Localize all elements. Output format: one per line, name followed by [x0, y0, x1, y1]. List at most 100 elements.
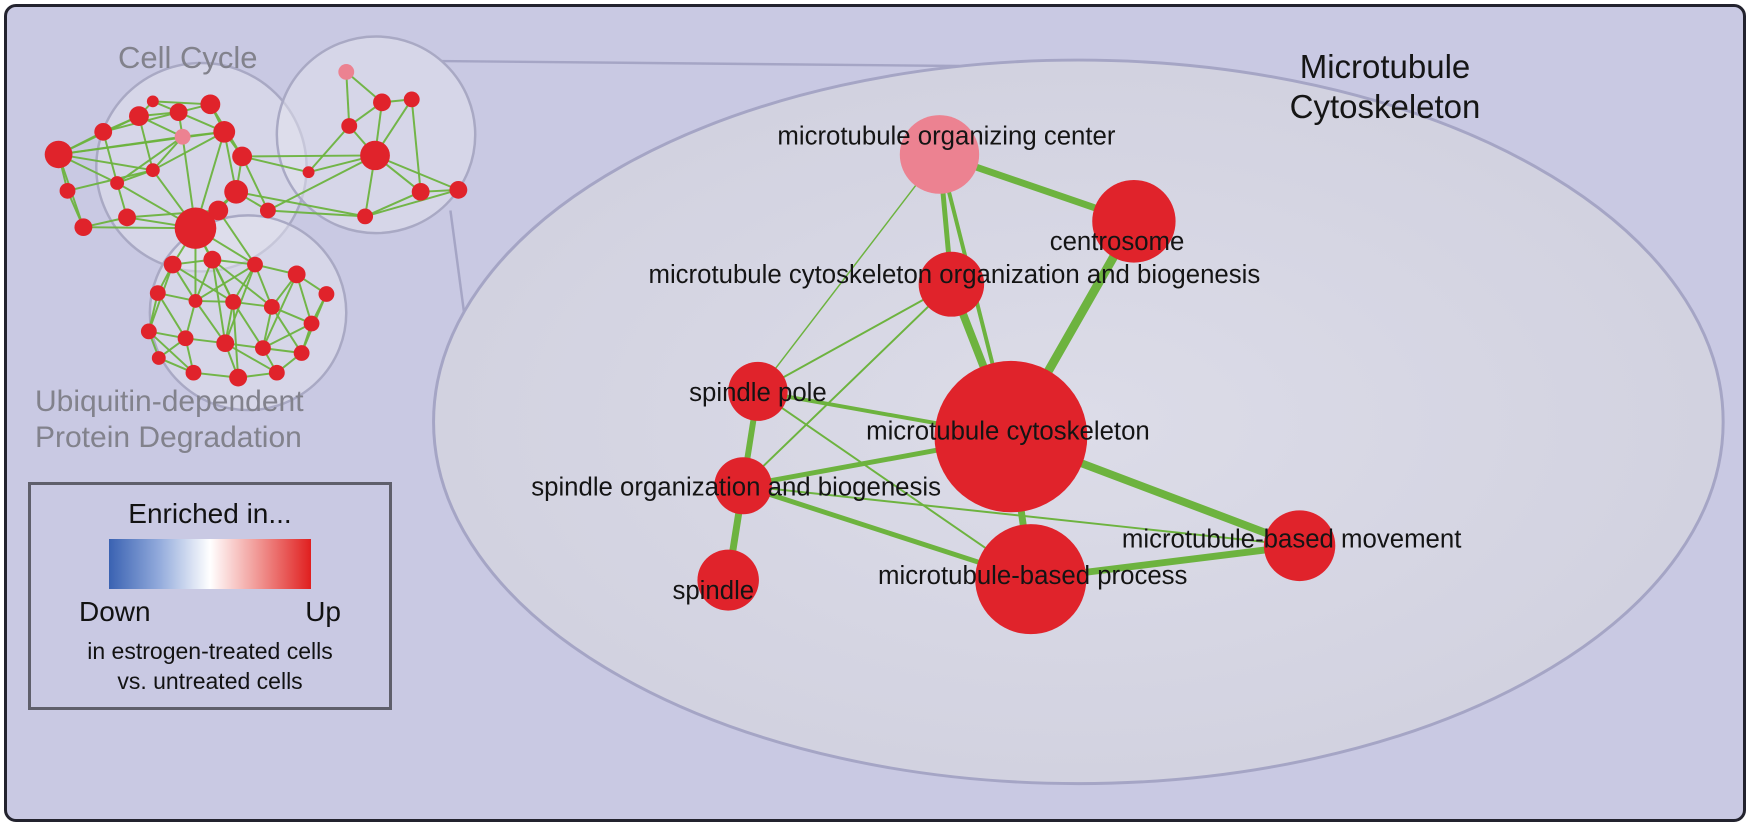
zoom-node-label-spindle-pole: spindle pole: [689, 379, 827, 407]
overview-node: [110, 176, 125, 190]
overview-node: [216, 334, 235, 353]
overview-edge: [410, 99, 422, 192]
overview-node: [293, 345, 310, 361]
overview-node: [118, 208, 136, 227]
overview-node: [287, 265, 306, 284]
legend-gradient-bar: [109, 539, 311, 589]
overview-node: [177, 330, 194, 347]
overview-node: [403, 91, 420, 108]
zoom-node-spindle-organization-and-biogenesis: [714, 457, 772, 515]
overview-node: [224, 180, 249, 204]
overview-edge: [232, 301, 240, 378]
overview-edge: [262, 273, 298, 349]
overview-node: [140, 323, 157, 340]
overview-node: [208, 200, 229, 221]
zoom-node-label-centrosome: centrosome: [1050, 228, 1185, 256]
overview-edge: [241, 156, 269, 211]
overview-node: [255, 340, 271, 356]
overview-edge: [152, 130, 225, 172]
overview-node: [247, 256, 263, 273]
overview-edge: [235, 190, 366, 218]
overview-edge: [307, 125, 350, 173]
overview-edge: [374, 154, 459, 191]
zoom-node-label-microtubule-cytoskeleton: microtubule cytoskeleton: [866, 418, 1150, 446]
overview-node: [338, 64, 355, 80]
overview-edge: [194, 263, 256, 302]
overview-node: [151, 351, 166, 365]
overview-node: [225, 294, 242, 310]
overview-node: [163, 255, 182, 274]
overview-edge: [267, 154, 376, 212]
zoom-node-spindle: [697, 549, 759, 611]
overview-edge: [156, 292, 187, 339]
overview-node: [174, 207, 217, 249]
legend-context-line1: in estrogen-treated cells: [87, 638, 333, 664]
overview-node: [373, 93, 391, 112]
overview-edge: [217, 209, 256, 266]
overview-node: [303, 315, 320, 332]
overview-edge: [242, 154, 376, 158]
overview-node: [229, 368, 248, 387]
overview-node-layer: [44, 64, 468, 387]
overview-node: [44, 140, 73, 169]
overview-edge: [58, 135, 183, 156]
zoom-node-label-microtubule-cytoskeleton-organization-and-biogenesis: microtubule cytoskeleton organization an…: [648, 261, 1260, 289]
enrichment-map-figure: microtubule organizing center centrosome m…: [4, 4, 1746, 822]
overview-edge: [241, 155, 309, 174]
overview-node: [129, 106, 149, 126]
overview-node: [411, 182, 430, 201]
zoom-node-label-microtubule-based-process: microtubule-based process: [878, 562, 1187, 590]
zoom-node-label-spindle: spindle: [672, 577, 754, 605]
overview-edge: [58, 153, 153, 172]
overview-node: [268, 364, 285, 381]
cluster-label-ubiquitin: Ubiquitin-dependent Protein Degradation: [35, 385, 304, 454]
overview-node: [149, 285, 166, 301]
zoom-connector-line: [441, 59, 960, 68]
legend-down-label: Down: [79, 596, 151, 627]
overview-edge: [67, 169, 154, 192]
zoom-node-label-microtubule-based-movement: microtubule-based movement: [1122, 526, 1461, 554]
zoom-node-centrosome: [1092, 180, 1176, 263]
overview-node: [357, 208, 374, 225]
overview-node: [259, 202, 276, 219]
overview-edge: [345, 71, 351, 127]
overview-node: [213, 121, 236, 143]
legend-up-label: Up: [305, 596, 341, 627]
zoom-node-spindle-pole: [728, 361, 788, 421]
zoom-node-microtubule-cytoskeleton: [934, 360, 1088, 513]
overview-edge: [267, 209, 366, 218]
overview-edge: [148, 330, 195, 374]
overview-node: [449, 181, 468, 199]
cluster-circle-ubiquitin: [148, 214, 348, 412]
overview-node: [360, 140, 390, 171]
zoom-label-layer: microtubule organizing center centrosome m…: [531, 123, 1461, 605]
overview-node: [200, 94, 221, 115]
overview-node: [74, 218, 93, 237]
overview-edge: [232, 301, 264, 349]
overview-edge: [364, 190, 422, 218]
overview-edge: [364, 188, 459, 218]
overview-edge: [211, 258, 273, 308]
zoom-node-microtubule-based-process: [975, 524, 1087, 635]
overview-node: [185, 364, 202, 381]
zoom-node-microtubule-organizing-center: [899, 115, 980, 194]
overview-node: [146, 95, 159, 108]
network-canvas: microtubule organizing center centrosome m…: [44, 35, 1725, 786]
overview-node: [169, 103, 188, 122]
zoom-node-microtubule-cytoskeleton-organization-and-biogenesis: [918, 251, 985, 317]
zoom-node-label-microtubule-organizing-center: microtubule organizing center: [777, 123, 1116, 151]
legend-box: Enriched in... Down Up in estrogen-treat…: [28, 482, 392, 710]
overview-node: [59, 182, 76, 199]
legend-title: Enriched in...: [128, 498, 292, 529]
overview-edge: [224, 342, 278, 374]
overview-node: [203, 250, 222, 269]
overview-node: [341, 118, 358, 134]
zoom-node-microtubule-based-movement: [1263, 510, 1336, 582]
overview-node: [302, 166, 315, 179]
overview-node: [174, 128, 191, 145]
overview-node: [318, 286, 335, 302]
overview-node: [232, 146, 253, 167]
legend-context-line2: vs. untreated cells: [117, 668, 303, 694]
overview-edge: [271, 306, 303, 354]
zoom-node-label-spindle-organization-and-biogenesis: spindle organization and biogenesis: [531, 474, 941, 502]
